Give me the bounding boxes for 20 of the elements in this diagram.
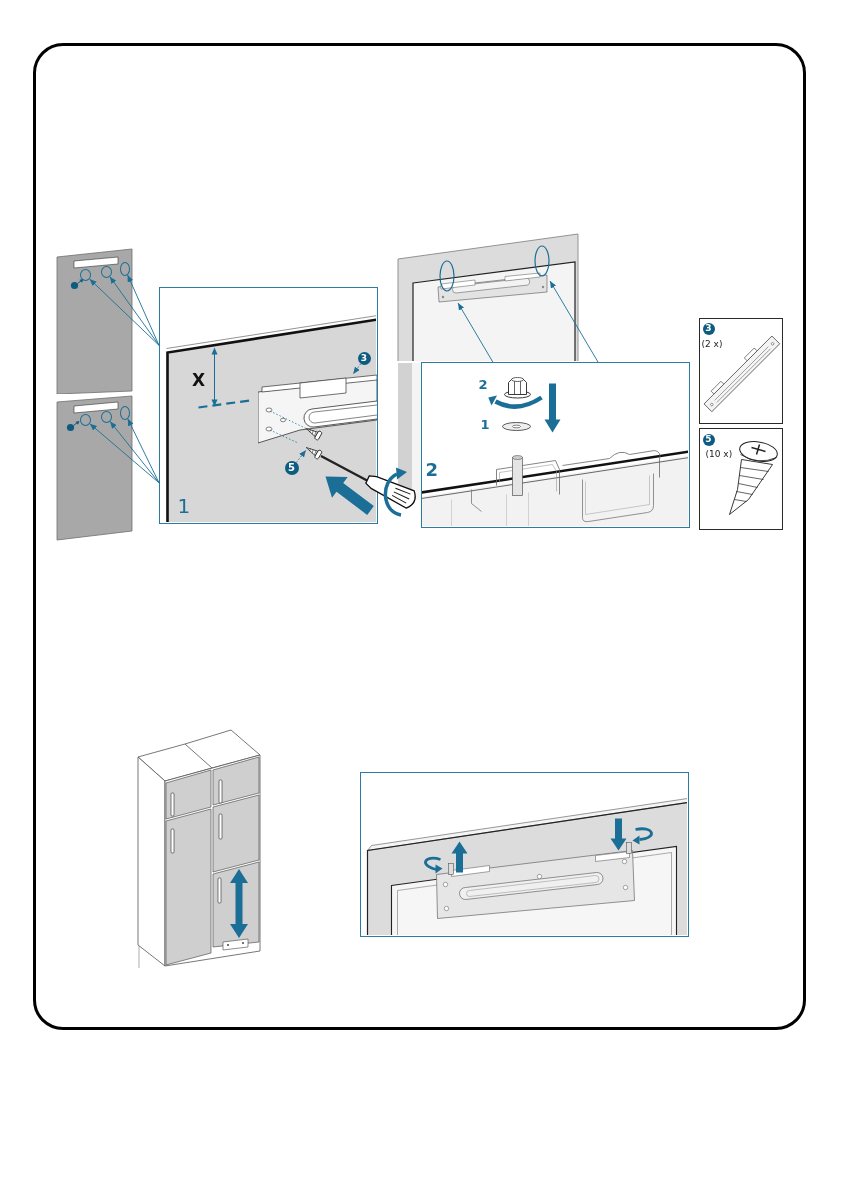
dimension-label: X <box>192 372 206 389</box>
quantity-label: (2 x) <box>701 339 723 349</box>
step-number: 2 <box>425 460 439 479</box>
step-number: 1 <box>480 417 490 431</box>
door-panel-drawing <box>397 232 579 361</box>
parts-card <box>699 428 783 530</box>
bracket-drawing <box>257 373 377 444</box>
bracket-drawing <box>437 245 550 303</box>
detail-panel <box>360 772 689 937</box>
door-panel-drawing <box>56 248 133 394</box>
step-number: 2 <box>478 377 488 391</box>
callout-number: 3 <box>702 322 715 335</box>
screw-drawing <box>304 445 323 460</box>
detail-panel <box>159 287 378 524</box>
callout-number: 5 <box>702 433 715 446</box>
step-number: 1 <box>177 495 191 516</box>
parts-card <box>699 318 783 424</box>
detail-panel <box>421 362 690 528</box>
door-panel-drawing <box>56 395 133 541</box>
quantity-label: (10 x) <box>705 449 733 459</box>
